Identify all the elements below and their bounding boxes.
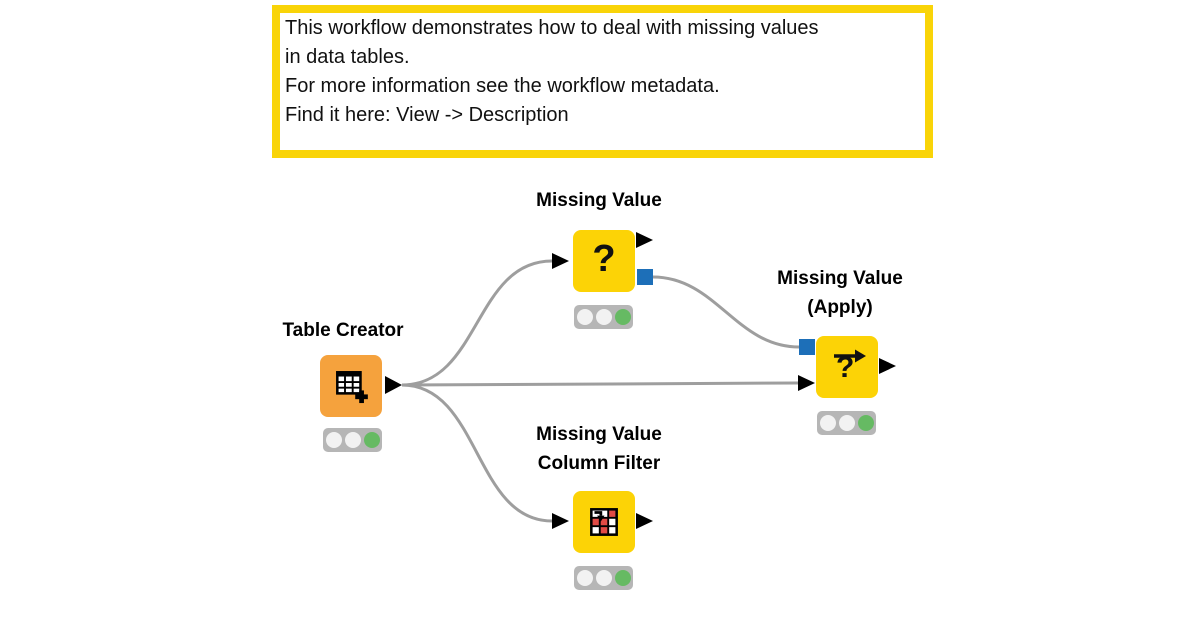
connection-tablecreator-columnfilter[interactable] bbox=[401, 383, 553, 523]
light-red-off bbox=[576, 570, 593, 586]
node-label-table-creator[interactable]: Table Creator bbox=[282, 320, 404, 341]
light-yellow-off bbox=[344, 432, 361, 448]
light-yellow-off bbox=[838, 415, 855, 431]
node-label-missing-value-column-filter[interactable]: Missing Value Column Filter bbox=[536, 424, 662, 474]
traffic-light-table-creator bbox=[323, 428, 382, 452]
node-label-missing-value-apply[interactable]: Missing Value (Apply) bbox=[777, 268, 903, 318]
question-mark-arrow-icon: ? bbox=[824, 344, 870, 390]
tablecreator-output-port[interactable] bbox=[385, 376, 402, 394]
light-red-off bbox=[819, 415, 836, 431]
annotation-text: This workflow demonstrates how to deal w… bbox=[285, 17, 819, 126]
light-red-off bbox=[576, 309, 593, 325]
light-green-on bbox=[614, 570, 631, 586]
columnfilter-input-port[interactable] bbox=[552, 513, 569, 529]
light-yellow-off bbox=[595, 309, 612, 325]
traffic-light-missing-value bbox=[574, 305, 633, 329]
apply-model-input-port[interactable] bbox=[799, 339, 815, 355]
light-green-on bbox=[363, 432, 380, 448]
missingvalue-model-output-port[interactable] bbox=[637, 269, 653, 285]
table-filter-arrow-icon bbox=[590, 508, 618, 536]
node-table-creator[interactable] bbox=[320, 355, 382, 417]
table-plus-icon bbox=[336, 371, 368, 404]
light-green-on bbox=[614, 309, 631, 325]
connection-tablecreator-missingvalue[interactable] bbox=[401, 259, 553, 387]
missingvalue-input-port[interactable] bbox=[552, 253, 569, 269]
connection-missingvalue-apply-model[interactable] bbox=[652, 275, 800, 349]
question-mark-icon: ? bbox=[592, 238, 616, 280]
light-green-on bbox=[857, 415, 874, 431]
traffic-light-missing-value-column-filter bbox=[574, 566, 633, 590]
light-red-off bbox=[325, 432, 342, 448]
node-missing-value[interactable]: ? bbox=[573, 230, 635, 292]
apply-data-input-port[interactable] bbox=[798, 375, 815, 391]
light-yellow-off bbox=[595, 570, 612, 586]
connection-tablecreator-apply[interactable] bbox=[401, 381, 799, 387]
node-label-missing-value[interactable]: Missing Value bbox=[536, 190, 662, 211]
traffic-light-missing-value-apply bbox=[817, 411, 876, 435]
workflow-annotation[interactable]: This workflow demonstrates how to deal w… bbox=[272, 5, 933, 158]
node-missing-value-apply[interactable]: ? bbox=[816, 336, 878, 398]
node-missing-value-column-filter[interactable] bbox=[573, 491, 635, 553]
missingvalue-output-port[interactable] bbox=[636, 232, 653, 248]
columnfilter-output-port[interactable] bbox=[636, 513, 653, 529]
apply-output-port[interactable] bbox=[879, 358, 896, 374]
